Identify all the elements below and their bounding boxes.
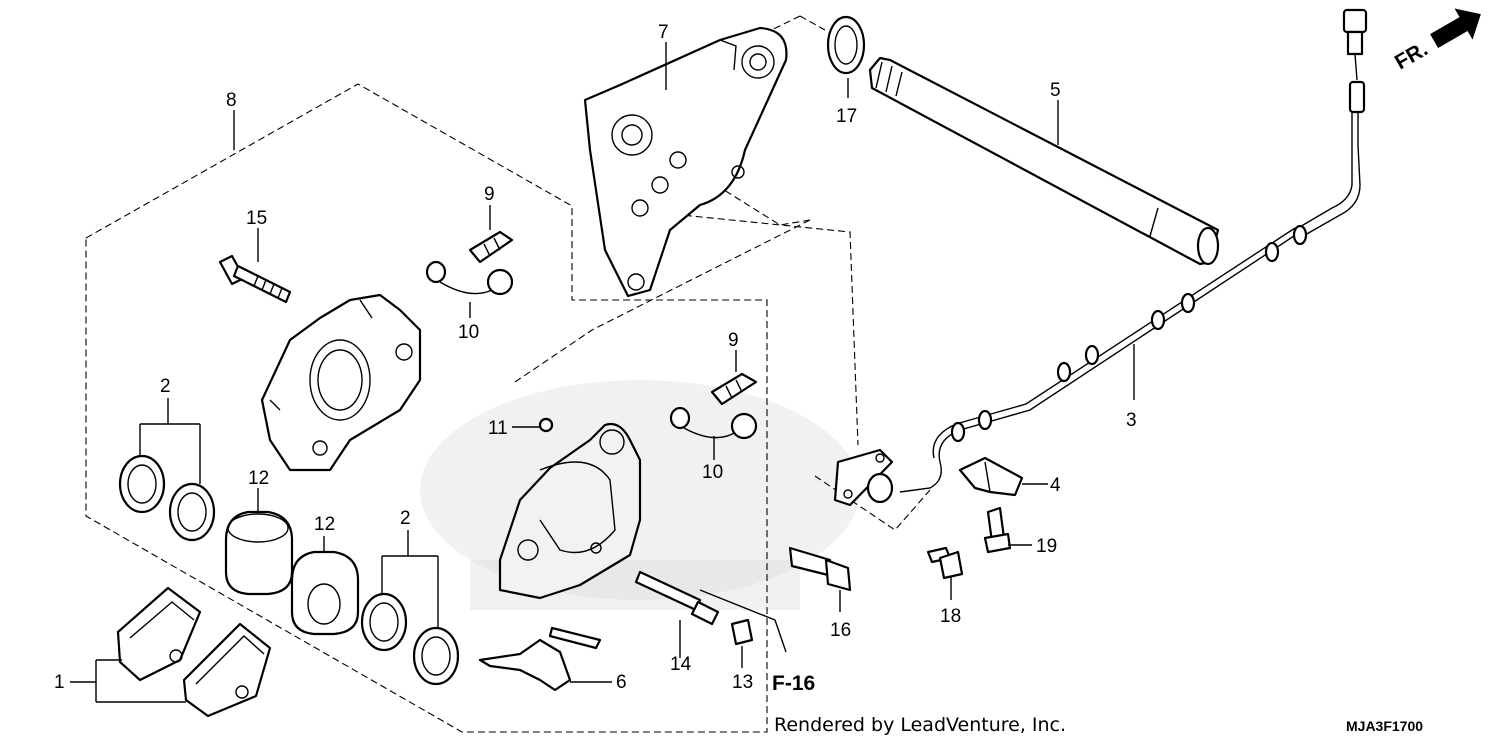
bleeder-cap-upper [425,260,514,296]
callout-2-right: 2 [400,508,411,529]
leader-lines [70,42,1135,703]
callout-5: 5 [1050,80,1061,101]
bolt-15 [218,254,292,304]
callout-17: 17 [836,106,857,127]
wheel-speed-sensor [833,8,1368,507]
bleeder-screw-lower [710,372,758,406]
pin-plug [730,618,754,646]
credit-text: Rendered by LeadVenture, Inc. [774,714,1066,736]
piston-seal-left-2 [168,482,216,542]
washer [826,15,866,75]
callout-18: 18 [940,606,961,627]
callout-12-lower: 12 [314,514,335,535]
callout-13: 13 [732,672,753,693]
caliper-body-outline [514,219,811,383]
callout-8: 8 [226,90,237,111]
diagram-code: MJA3F1700 [1346,718,1423,734]
callout-12-upper: 12 [248,468,269,489]
front-direction-indicator: FR. [1391,8,1481,74]
caliper-bracket [583,26,788,298]
piston-1 [224,510,294,596]
caliper-outer-half [260,293,422,472]
brake-pad-1 [116,586,202,682]
caliper-assembly-outline [85,83,768,733]
callout-4: 4 [1050,475,1061,496]
front-label: FR. [1391,37,1432,74]
callout-19: 19 [1036,536,1057,557]
piston-2 [290,550,360,636]
pad-pin [634,570,720,626]
rear-axle [868,56,1220,266]
bleeder-nut [538,417,554,433]
callout-1: 1 [54,672,65,693]
callout-10-lower: 10 [702,462,723,483]
callout-6: 6 [616,672,627,693]
bleeder-cap-lower [669,406,758,440]
callout-3: 3 [1126,410,1137,431]
callout-14: 14 [670,654,692,675]
bolt-16 [788,546,852,592]
callout-15: 15 [246,208,267,229]
callout-10-upper: 10 [458,322,479,343]
piston-seal-right-2 [412,626,460,686]
piston-seal-left-1 [118,454,166,514]
brake-pad-2 [182,622,272,718]
callout-16: 16 [830,620,851,641]
reference-label: F-16 [772,672,815,695]
bolt-18 [926,546,964,580]
front-arrow-icon [1430,8,1481,48]
callout-9-upper: 9 [484,184,495,205]
pad-spring [478,626,602,692]
callout-9-lower: 9 [728,330,739,351]
piston-seal-right-1 [360,592,408,652]
callout-7: 7 [658,22,669,43]
callout-11: 11 [488,418,508,439]
bolt-19 [983,506,1012,554]
callout-2-left: 2 [160,376,171,397]
bleeder-screw-upper [468,230,514,264]
harness-clamp [958,456,1024,497]
